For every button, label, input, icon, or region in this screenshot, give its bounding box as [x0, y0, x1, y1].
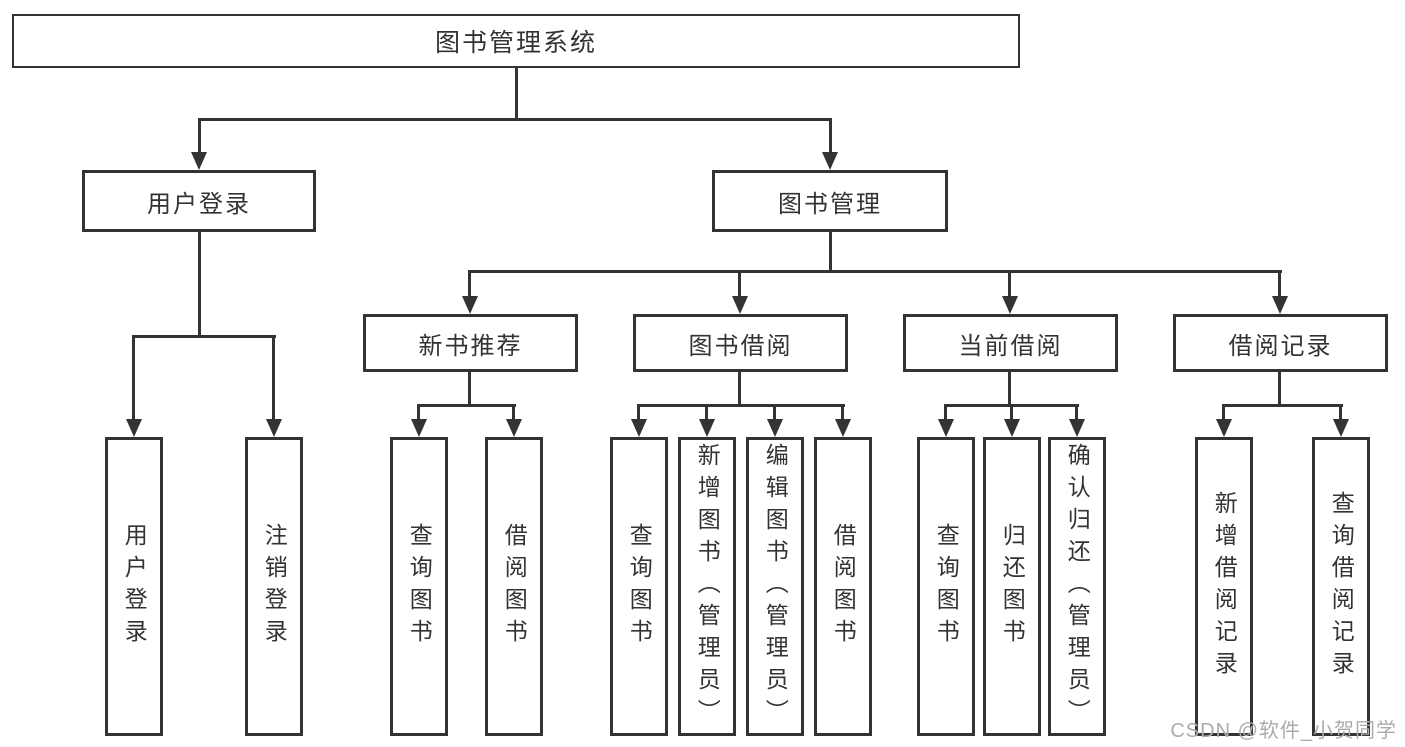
arrow-down-icon [699, 419, 715, 437]
leaf-label: 归还图书 [999, 522, 1026, 651]
leaf-label: 查询图书 [626, 522, 653, 651]
arrow-down-icon [1069, 419, 1085, 437]
arrow-down-icon [938, 419, 954, 437]
connector-book-borrow-down [738, 370, 741, 407]
arrow-down-icon [1004, 419, 1020, 437]
leaf-label: 确认归还（管理员） [1064, 442, 1091, 731]
arrow-down-icon [835, 419, 851, 437]
connector-user-login-stem [198, 118, 201, 154]
leaf-label: 查询图书 [933, 522, 960, 651]
arrow-down-icon [1333, 419, 1349, 437]
connector-leaf-stem [705, 404, 708, 421]
connector-book-mgmt-stem [829, 118, 832, 154]
arrow-down-icon [126, 419, 142, 437]
leaf-label: 新增借阅记录 [1211, 490, 1238, 683]
node-new-books: 新书推荐 [363, 314, 578, 372]
leaf-label: 新增图书（管理员） [694, 442, 721, 731]
node-book-borrow: 图书借阅 [633, 314, 848, 372]
connector-leaf-stem [417, 404, 420, 421]
connector-book-borrow-rail [637, 404, 845, 407]
node-borrow-records: 借阅记录 [1173, 314, 1388, 372]
connector-leaf-stem [637, 404, 640, 421]
connector-book-mgmt-down [829, 230, 832, 273]
connector-current-borrow-down [1008, 370, 1011, 407]
connector-leaf-user-login-stem [132, 335, 135, 421]
arrow-down-icon [266, 419, 282, 437]
connector-borrow-records-rail [1222, 404, 1343, 407]
node-current-borrow: 当前借阅 [903, 314, 1118, 372]
arrow-down-icon [411, 419, 427, 437]
connector-leaf-stem [1010, 404, 1013, 421]
arrow-down-icon [1002, 296, 1018, 314]
leaf-label: 注销登录 [261, 522, 288, 651]
leaf-label: 查询借阅记录 [1328, 490, 1355, 683]
connector-leaf-stem [1075, 404, 1078, 421]
node-root: 图书管理系统 [12, 14, 1020, 68]
node-leaf-add-borrow-record: 新增借阅记录 [1195, 437, 1253, 736]
connector-level3-rail [468, 270, 1282, 273]
connector-book-borrow-stem [738, 270, 741, 298]
arrow-down-icon [462, 296, 478, 314]
node-leaf-borrow-books-newbooks: 借阅图书 [485, 437, 543, 736]
connector-borrow-records-stem [1278, 270, 1281, 298]
arrow-down-icon [822, 152, 838, 170]
node-leaf-add-books-admin: 新增图书（管理员） [678, 437, 736, 736]
node-leaf-logout: 注销登录 [245, 437, 303, 736]
connector-leaf-stem [944, 404, 947, 421]
leaf-label: 借阅图书 [830, 522, 857, 651]
connector-leaf-logout-stem [272, 335, 275, 421]
node-leaf-query-borrow-record: 查询借阅记录 [1312, 437, 1370, 736]
arrow-down-icon [191, 152, 207, 170]
node-user-login: 用户登录 [82, 170, 316, 232]
connector-leaf-stem [773, 404, 776, 421]
leaf-label: 用户登录 [121, 522, 148, 651]
node-leaf-edit-books-admin: 编辑图书（管理员） [746, 437, 804, 736]
csdn-watermark: CSDN @软件_小贺同学 [1170, 720, 1397, 742]
node-book-mgmt: 图书管理 [712, 170, 948, 232]
connector-leaf-stem [512, 404, 515, 421]
arrow-down-icon [767, 419, 783, 437]
connector-leaf-stem [1222, 404, 1225, 421]
node-leaf-return-books: 归还图书 [983, 437, 1041, 736]
arrow-down-icon [506, 419, 522, 437]
connector-root-stem [515, 66, 518, 120]
arrow-down-icon [732, 296, 748, 314]
leaf-label: 查询图书 [406, 522, 433, 651]
node-leaf-query-books-newbooks: 查询图书 [390, 437, 448, 736]
node-leaf-query-books-current: 查询图书 [917, 437, 975, 736]
node-leaf-query-books-borrow: 查询图书 [610, 437, 668, 736]
connector-new-books-down [468, 370, 471, 407]
connector-user-login-rail [132, 335, 276, 338]
connector-user-login-down [198, 230, 201, 338]
connector-leaf-stem [1339, 404, 1342, 421]
connector-leaf-stem [841, 404, 844, 421]
leaf-label: 编辑图书（管理员） [762, 442, 789, 731]
connector-current-borrow-stem [1008, 270, 1011, 298]
connector-borrow-records-down [1278, 370, 1281, 407]
node-leaf-confirm-return-admin: 确认归还（管理员） [1048, 437, 1106, 736]
connector-new-books-stem [468, 270, 471, 298]
node-leaf-user-login: 用户登录 [105, 437, 163, 736]
arrow-down-icon [1272, 296, 1288, 314]
node-leaf-borrow-books-borrow: 借阅图书 [814, 437, 872, 736]
leaf-label: 借阅图书 [501, 522, 528, 651]
connector-new-books-rail [417, 404, 516, 407]
connector-level2-rail [198, 118, 832, 121]
arrow-down-icon [1216, 419, 1232, 437]
arrow-down-icon [631, 419, 647, 437]
